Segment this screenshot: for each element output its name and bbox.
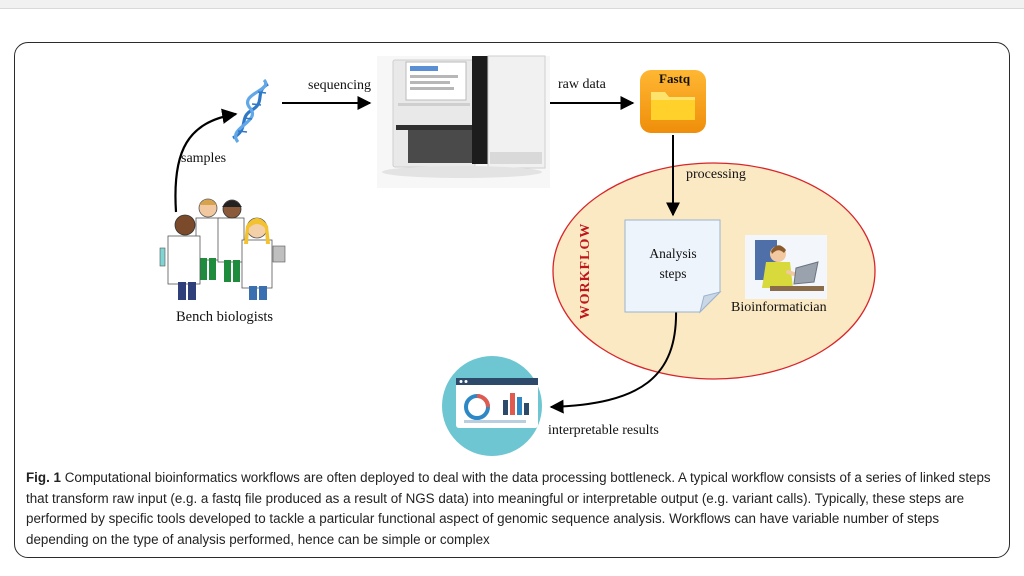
bench-biologists-illustration — [159, 198, 286, 300]
results-icon — [442, 356, 542, 456]
workflow-label: WORKFLOW — [578, 222, 593, 320]
top-rule — [0, 0, 1024, 9]
raw-data-label: raw data — [558, 77, 606, 92]
figure-number: Fig. 1 — [26, 470, 61, 485]
samples-arrow — [174, 108, 238, 213]
dna-helix-icon — [232, 78, 269, 144]
analysis-steps-line1: Analysis — [649, 246, 697, 261]
analysis-steps-label: Analysis steps — [623, 244, 723, 284]
sequencer-machine-icon — [377, 55, 550, 188]
fastq-label: Fastq — [659, 71, 691, 86]
bioinformatician-icon — [745, 235, 827, 299]
sequencing-label: sequencing — [308, 78, 371, 93]
fastq-folder-icon — [640, 70, 706, 133]
bioinformatician-label: Bioinformatician — [731, 300, 827, 315]
samples-label: samples — [181, 151, 227, 166]
analysis-steps-line2: steps — [659, 266, 687, 281]
results-arrow — [549, 307, 678, 414]
caption-text: Computational bioinformatics workflows a… — [26, 470, 991, 547]
bench-biologists-label: Bench biologists — [176, 309, 274, 325]
figure-caption: Fig. 1 Computational bioinformatics work… — [26, 468, 1000, 550]
analysis-document-icon — [624, 219, 722, 314]
interpretable-results-label: interpretable results — [548, 423, 659, 438]
processing-label: processing — [686, 167, 746, 182]
